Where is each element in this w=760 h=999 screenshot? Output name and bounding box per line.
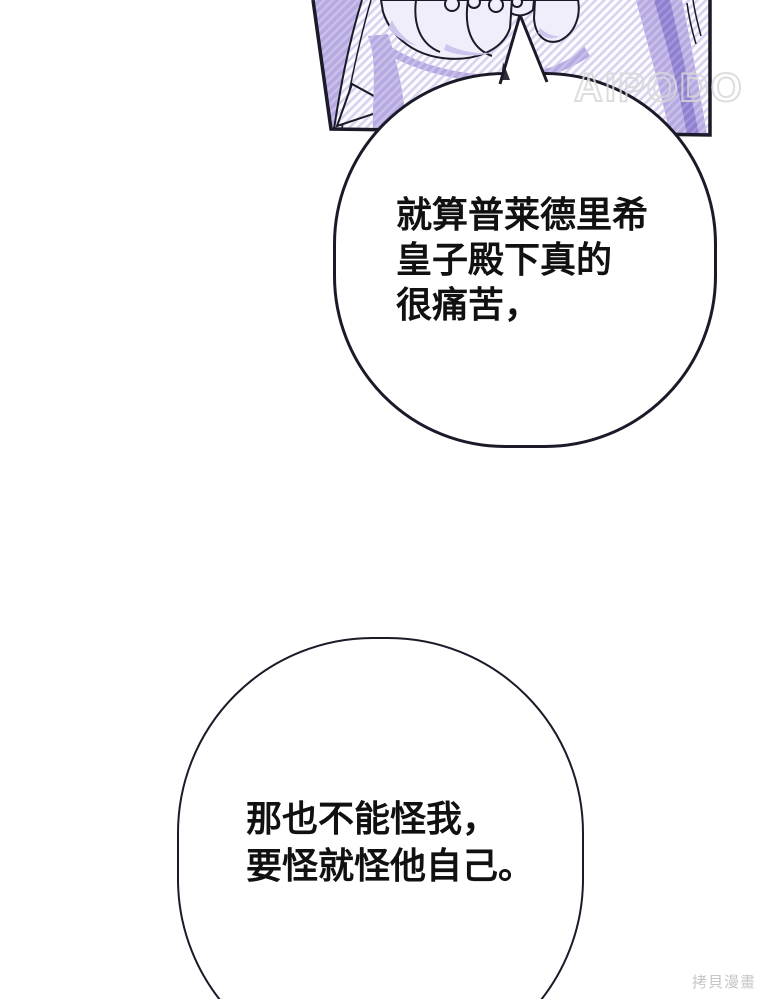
- center-fold-band: [368, 34, 406, 130]
- dialogue-line: 皇子殿下真的: [396, 239, 613, 280]
- dialogue-line: 那也不能怪我，: [246, 798, 499, 839]
- corner-watermark: 拷貝漫畫: [692, 974, 757, 991]
- speech-bubble-1: [333, 72, 717, 448]
- speech-bubble-2: [177, 637, 584, 999]
- right-dark-band: [654, 0, 699, 135]
- dialogue-line: 就算普莱德里希: [396, 194, 649, 235]
- lace-bead: [467, 0, 481, 9]
- lace-bead: [511, 0, 523, 8]
- dialogue-line: 要怪就怪他自己。: [246, 845, 535, 886]
- dialogue-line: 很痛苦，: [396, 284, 541, 325]
- speech-bubble-1-text: 就算普莱德里希 皇子殿下真的 很痛苦，: [396, 192, 648, 327]
- left-shade-band: [313, 0, 362, 129]
- speech-bubble-2-text: 那也不能怪我， 要怪就怪他自己。: [246, 795, 534, 889]
- lace-bead: [488, 0, 504, 13]
- hair-strands: [686, 0, 702, 45]
- lace-bead: [444, 0, 460, 12]
- fold-triangle: [335, 82, 397, 128]
- ruffle-scallop-line: [414, 0, 441, 53]
- left-fold-line: [333, 0, 363, 130]
